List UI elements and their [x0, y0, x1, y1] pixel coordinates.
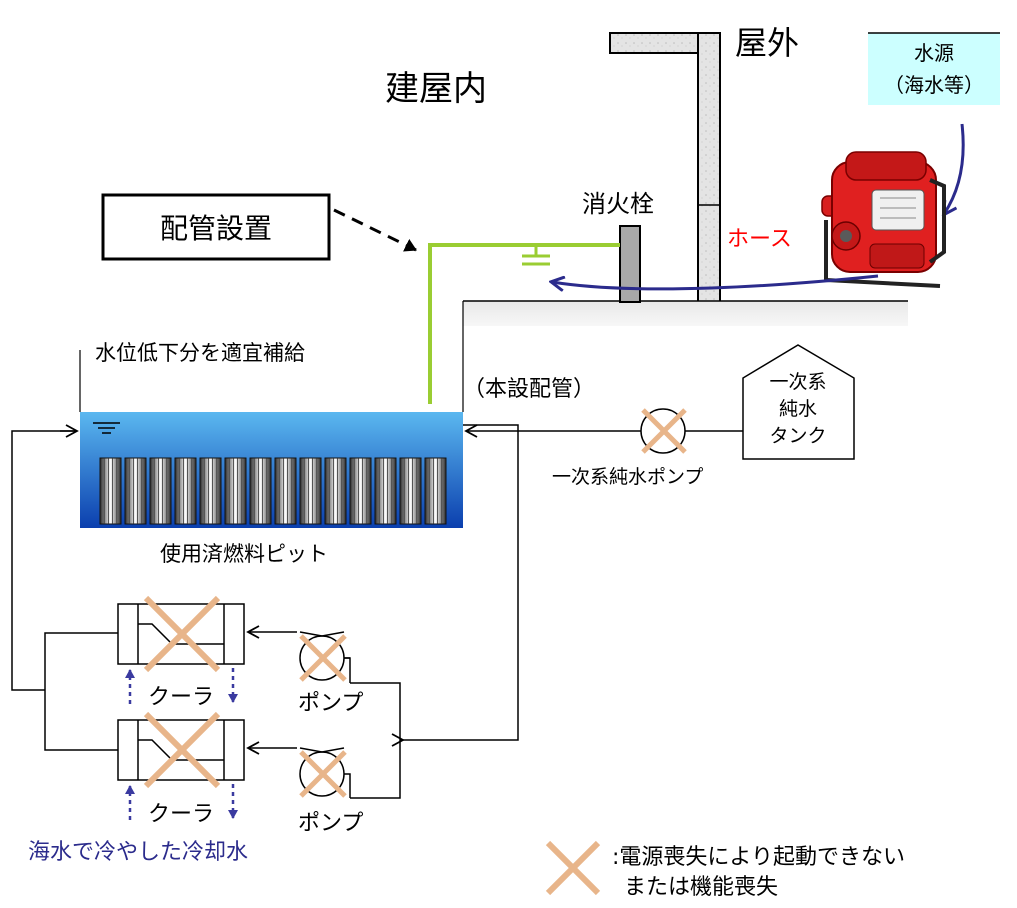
- installed-pipe: [428, 243, 620, 404]
- piping-install-arrow: [333, 208, 417, 252]
- fuel-racks: [99, 457, 447, 525]
- building-wall: [609, 32, 721, 304]
- disabled-cross-icon: [299, 750, 347, 798]
- piping-install-box: 配管設置: [101, 193, 331, 261]
- water-source-label-2: （海水等）: [884, 73, 984, 97]
- tank-label-3: タンク: [769, 425, 826, 447]
- tank-label-2: 純水: [779, 398, 817, 420]
- pump-top: [299, 631, 347, 682]
- disabled-cross-icon: [143, 595, 221, 673]
- fuel-rack: [249, 457, 272, 525]
- tank-label-1: 一次系: [769, 371, 826, 393]
- pipe-flange: [522, 245, 550, 266]
- fuel-rack: [124, 457, 147, 525]
- legend-text-2: または機能喪失: [624, 875, 778, 900]
- seawater-flow-arrows: [125, 668, 238, 820]
- fuel-rack: [399, 457, 422, 525]
- fuel-rack: [199, 457, 222, 525]
- fuel-pit-label: 使用済燃料ピット: [160, 542, 328, 566]
- fuel-rack: [299, 457, 322, 525]
- piping-install-label: 配管設置: [160, 212, 272, 245]
- fuel-rack: [149, 457, 172, 525]
- indoor-label: 建屋内: [385, 69, 487, 109]
- fuel-rack: [274, 457, 297, 525]
- permanent-piping-label: （本設配管）: [463, 377, 595, 402]
- cooler-bottom-label: クーラ: [148, 802, 214, 827]
- pump-top-label: ポンプ: [298, 691, 363, 716]
- water-source-arrow: [944, 123, 965, 214]
- primary-water-tank: 一次系 純水 タンク: [742, 344, 855, 460]
- legend: :電源喪失により起動できない または機能喪失: [545, 840, 905, 900]
- fuel-rack: [424, 457, 447, 525]
- disabled-cross-icon: [545, 840, 601, 896]
- primary-pump-label: 一次系純水ポンプ: [552, 466, 703, 488]
- hydrant: [619, 225, 641, 303]
- disabled-cross-icon: [641, 408, 687, 454]
- water-source-label-1: 水源: [914, 41, 954, 65]
- legend-text-1: :電源喪失により起動できない: [612, 845, 905, 870]
- fuel-rack: [99, 457, 122, 525]
- fuel-rack: [224, 457, 247, 525]
- hose-line: [552, 274, 879, 289]
- disabled-cross-icon: [299, 634, 347, 682]
- cooler-top: [117, 595, 245, 673]
- floor-slab: [463, 301, 908, 326]
- primary-pump: [640, 408, 687, 454]
- fuel-rack: [324, 457, 347, 525]
- pump-bottom-label: ポンプ: [298, 811, 363, 836]
- spent-fuel-pit: [80, 412, 463, 528]
- cooler-top-label: クーラ: [148, 685, 214, 710]
- fuel-rack: [349, 457, 372, 525]
- fire-pump-icon: [821, 151, 946, 288]
- fuel-rack: [174, 457, 197, 525]
- water-source-box: 水源 （海水等）: [868, 32, 1000, 105]
- pump-bottom: [299, 747, 347, 798]
- disabled-cross-icon: [143, 711, 221, 789]
- hydrant-label: 消火栓: [582, 190, 654, 218]
- hose-label: ホース: [727, 227, 792, 252]
- cooler-bottom: [117, 711, 245, 789]
- fuel-rack: [374, 457, 397, 525]
- outdoor-label: 屋外: [735, 24, 799, 62]
- seawater-note: 海水で冷やした冷却水: [28, 840, 248, 865]
- replenish-label: 水位低下分を適宜補給: [95, 341, 305, 365]
